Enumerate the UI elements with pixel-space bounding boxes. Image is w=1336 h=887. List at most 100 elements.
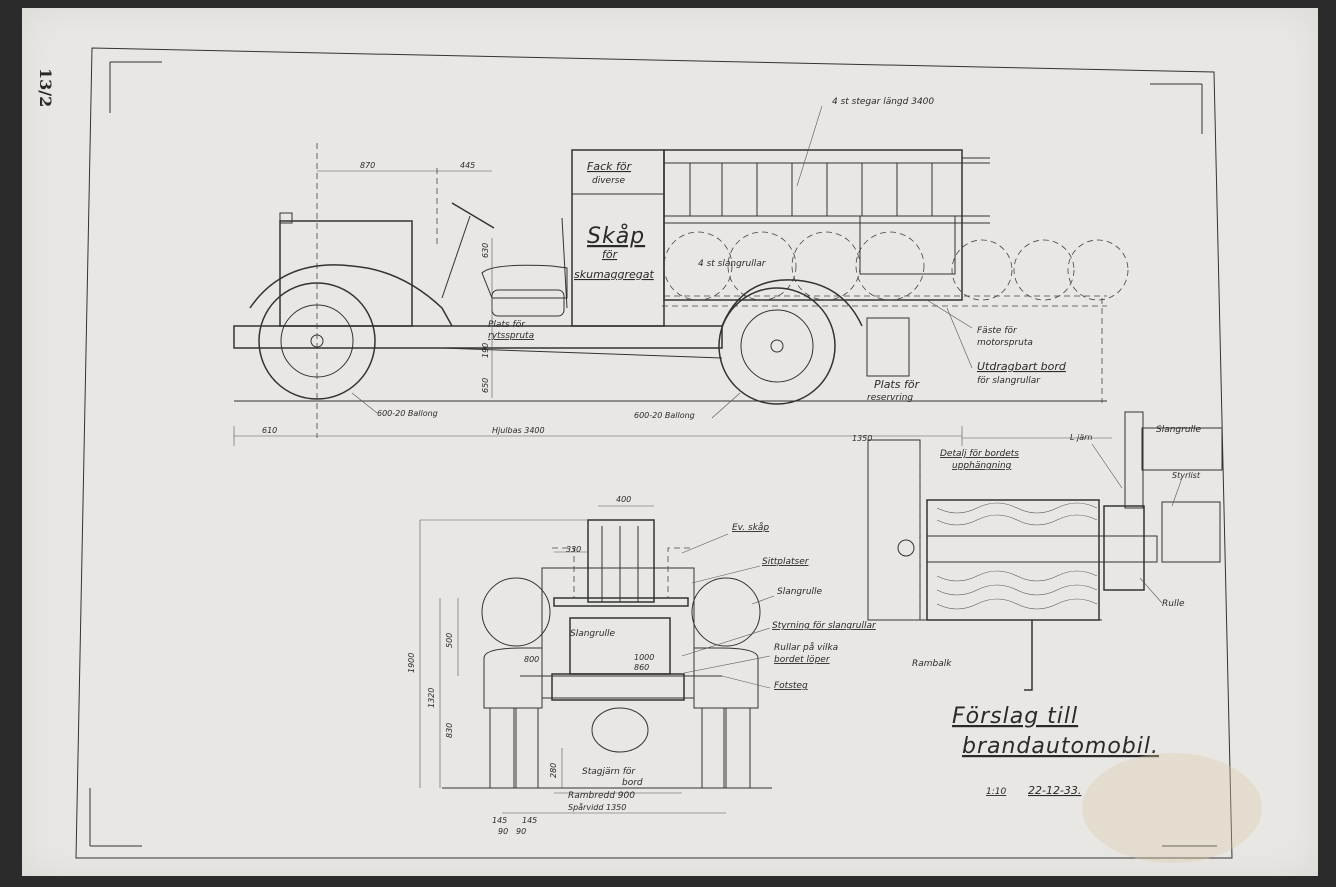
front-fender (249, 264, 453, 327)
fender-right (693, 647, 759, 709)
rear-wheel-left-inner (515, 707, 539, 789)
label-frame-width: Rambredd 900 (568, 791, 635, 801)
label-hose-reel-center: Slangrulle (570, 629, 616, 639)
sheet-border (75, 47, 1233, 859)
rear-wheel (718, 287, 836, 405)
detail-upright (1124, 411, 1144, 509)
label-guide-iron: Styrlist (1172, 471, 1201, 480)
dim-wheelbase: Hjulbas 3400 (492, 426, 545, 435)
technical-drawing: 13/2 (36, 47, 1262, 863)
steering-wheel (451, 202, 495, 229)
dim-145a: 145 (492, 816, 507, 825)
foot-step-leader (721, 675, 771, 689)
seats-leader (691, 565, 761, 584)
seat-base (491, 289, 565, 317)
label-detail-hose-reel: Slangrulle (1156, 425, 1202, 435)
label-hose-reel-right: Slangrulle (777, 587, 823, 597)
drawing-sheet: 13/2 (22, 8, 1318, 876)
label-spare-ring-2: reservring (867, 393, 913, 403)
dim-500: 500 (445, 633, 454, 648)
hose-reel-right (691, 577, 761, 647)
dim-800: 800 (524, 655, 539, 664)
label-seats: Sittplatser (762, 557, 810, 567)
dim-330: 330 (566, 545, 581, 554)
rear-body (663, 149, 963, 301)
detail-axle (926, 535, 1158, 563)
detail-reel-block (1161, 501, 1221, 563)
detail-bolt-head (897, 539, 915, 557)
label-rear-tyre: 600-20 Ballong (634, 411, 695, 420)
dim-1320: 1320 (427, 688, 436, 708)
guide-leader (1171, 477, 1183, 507)
label-reel-guide: Styrning för slangrullar (772, 621, 877, 631)
label-ladders: 4 st stegar längd 3400 (832, 97, 934, 107)
rear-wheel-left-outer (489, 707, 515, 789)
chassis-frame (233, 325, 723, 349)
rear-wheel-hub (770, 339, 784, 353)
engine-hood (279, 220, 413, 327)
dim-280: 280 (549, 763, 558, 778)
corner-mark-tl (109, 61, 162, 113)
paper-stain (1082, 753, 1262, 863)
front-tyre-leader (351, 392, 378, 414)
dim-145b: 145 (522, 816, 537, 825)
optional-cabinet-dashed-l (552, 547, 575, 598)
rear-fender (721, 279, 863, 327)
detail-wall (867, 439, 921, 621)
drawing-title-2: brandautomobil. (962, 734, 1159, 759)
label-detail-title: Detalj för bordets (940, 449, 1019, 459)
hose-reel-left (481, 577, 551, 647)
ladder-rungs (689, 163, 963, 223)
label-opt-cabinet: Ev. skåp (732, 522, 769, 533)
rear-tyre-leader (711, 392, 741, 419)
rear-box (859, 215, 956, 275)
detail-reel-top (1141, 427, 1223, 471)
label-pull-table-2: för slangrullar (977, 376, 1041, 386)
dim-1350: 1350 (852, 434, 872, 443)
hose-reel-center-box (569, 617, 671, 675)
seat-back (561, 217, 568, 309)
drawing-scale: 1:10 (986, 787, 1006, 797)
rear-wheel-right-outer (725, 707, 751, 789)
reel-guide-leader (681, 627, 771, 657)
dim-445: 445 (460, 161, 475, 170)
spare-ring-place (866, 317, 910, 377)
steering-column (441, 215, 471, 299)
label-foam-aggregate: skumaggregat (574, 268, 655, 281)
corner-mark-tr (1150, 83, 1203, 134)
label-motor-pump-2: motorspruta (977, 338, 1033, 348)
pull-table-rear (551, 673, 685, 701)
hose-reel-leader (751, 595, 775, 605)
page-number: 13/2 (36, 68, 55, 107)
label-motor-pump: Fäste för (977, 326, 1018, 336)
label-roller: Rulle (1162, 599, 1185, 609)
optional-cabinet-dashed-r (667, 547, 690, 598)
dim-1900: 1900 (407, 653, 416, 673)
label-rollers: Rullar på vilka (774, 642, 838, 653)
label-track-width: Spårvidd 1350 (568, 802, 626, 812)
label-brace-2: bord (622, 778, 643, 788)
iron-leader (1091, 443, 1123, 489)
label-spare-ring: Plats för (874, 378, 921, 391)
label-detail-title-2: upphängning (952, 461, 1012, 471)
dim-650: 650 (481, 378, 490, 393)
drawing-title-1: Förslag till (952, 704, 1078, 729)
label-rollers-2: bordet löper (774, 655, 831, 665)
fender-left (483, 647, 543, 709)
label-pull-table: Utdragbart bord (977, 360, 1067, 373)
rear-wheel-rim (740, 309, 814, 383)
roller-leader (1139, 577, 1163, 604)
dim-90b: 90 (516, 827, 526, 836)
rear-view: 400 330 Ev. skåp Sittplatser Slangrulle … (407, 495, 952, 836)
detail-frame-beam (1024, 620, 1033, 691)
differential (591, 707, 649, 753)
front-wheel (258, 282, 376, 400)
rear-wheel-right-inner (701, 707, 725, 789)
seat-bar (553, 597, 689, 607)
rear-cabinet (587, 519, 655, 603)
label-foot-step: Fotsteg (774, 681, 808, 691)
ladder-leader (796, 105, 823, 187)
dim-870: 870 (360, 161, 375, 170)
label-front-tyre: 600-20 Ballong (377, 409, 438, 418)
corner-mark-bl (89, 788, 142, 847)
